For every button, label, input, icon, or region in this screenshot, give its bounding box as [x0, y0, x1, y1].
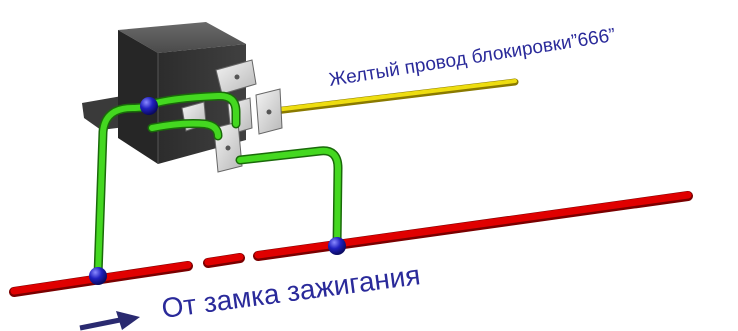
- yellow-wire-label: Желтый провод блокировки”666”: [327, 25, 616, 91]
- green-wires: [93, 91, 343, 280]
- yellow-wire: [271, 78, 519, 115]
- arrow-right-icon: [79, 311, 140, 331]
- ignition-label: От замка зажигания: [160, 259, 422, 324]
- junction-node-relay: [140, 97, 158, 115]
- relay-front-face: [118, 30, 158, 164]
- junction-node-right: [328, 237, 346, 255]
- junction-node-left: [89, 267, 107, 285]
- relay-top-face: [118, 22, 246, 53]
